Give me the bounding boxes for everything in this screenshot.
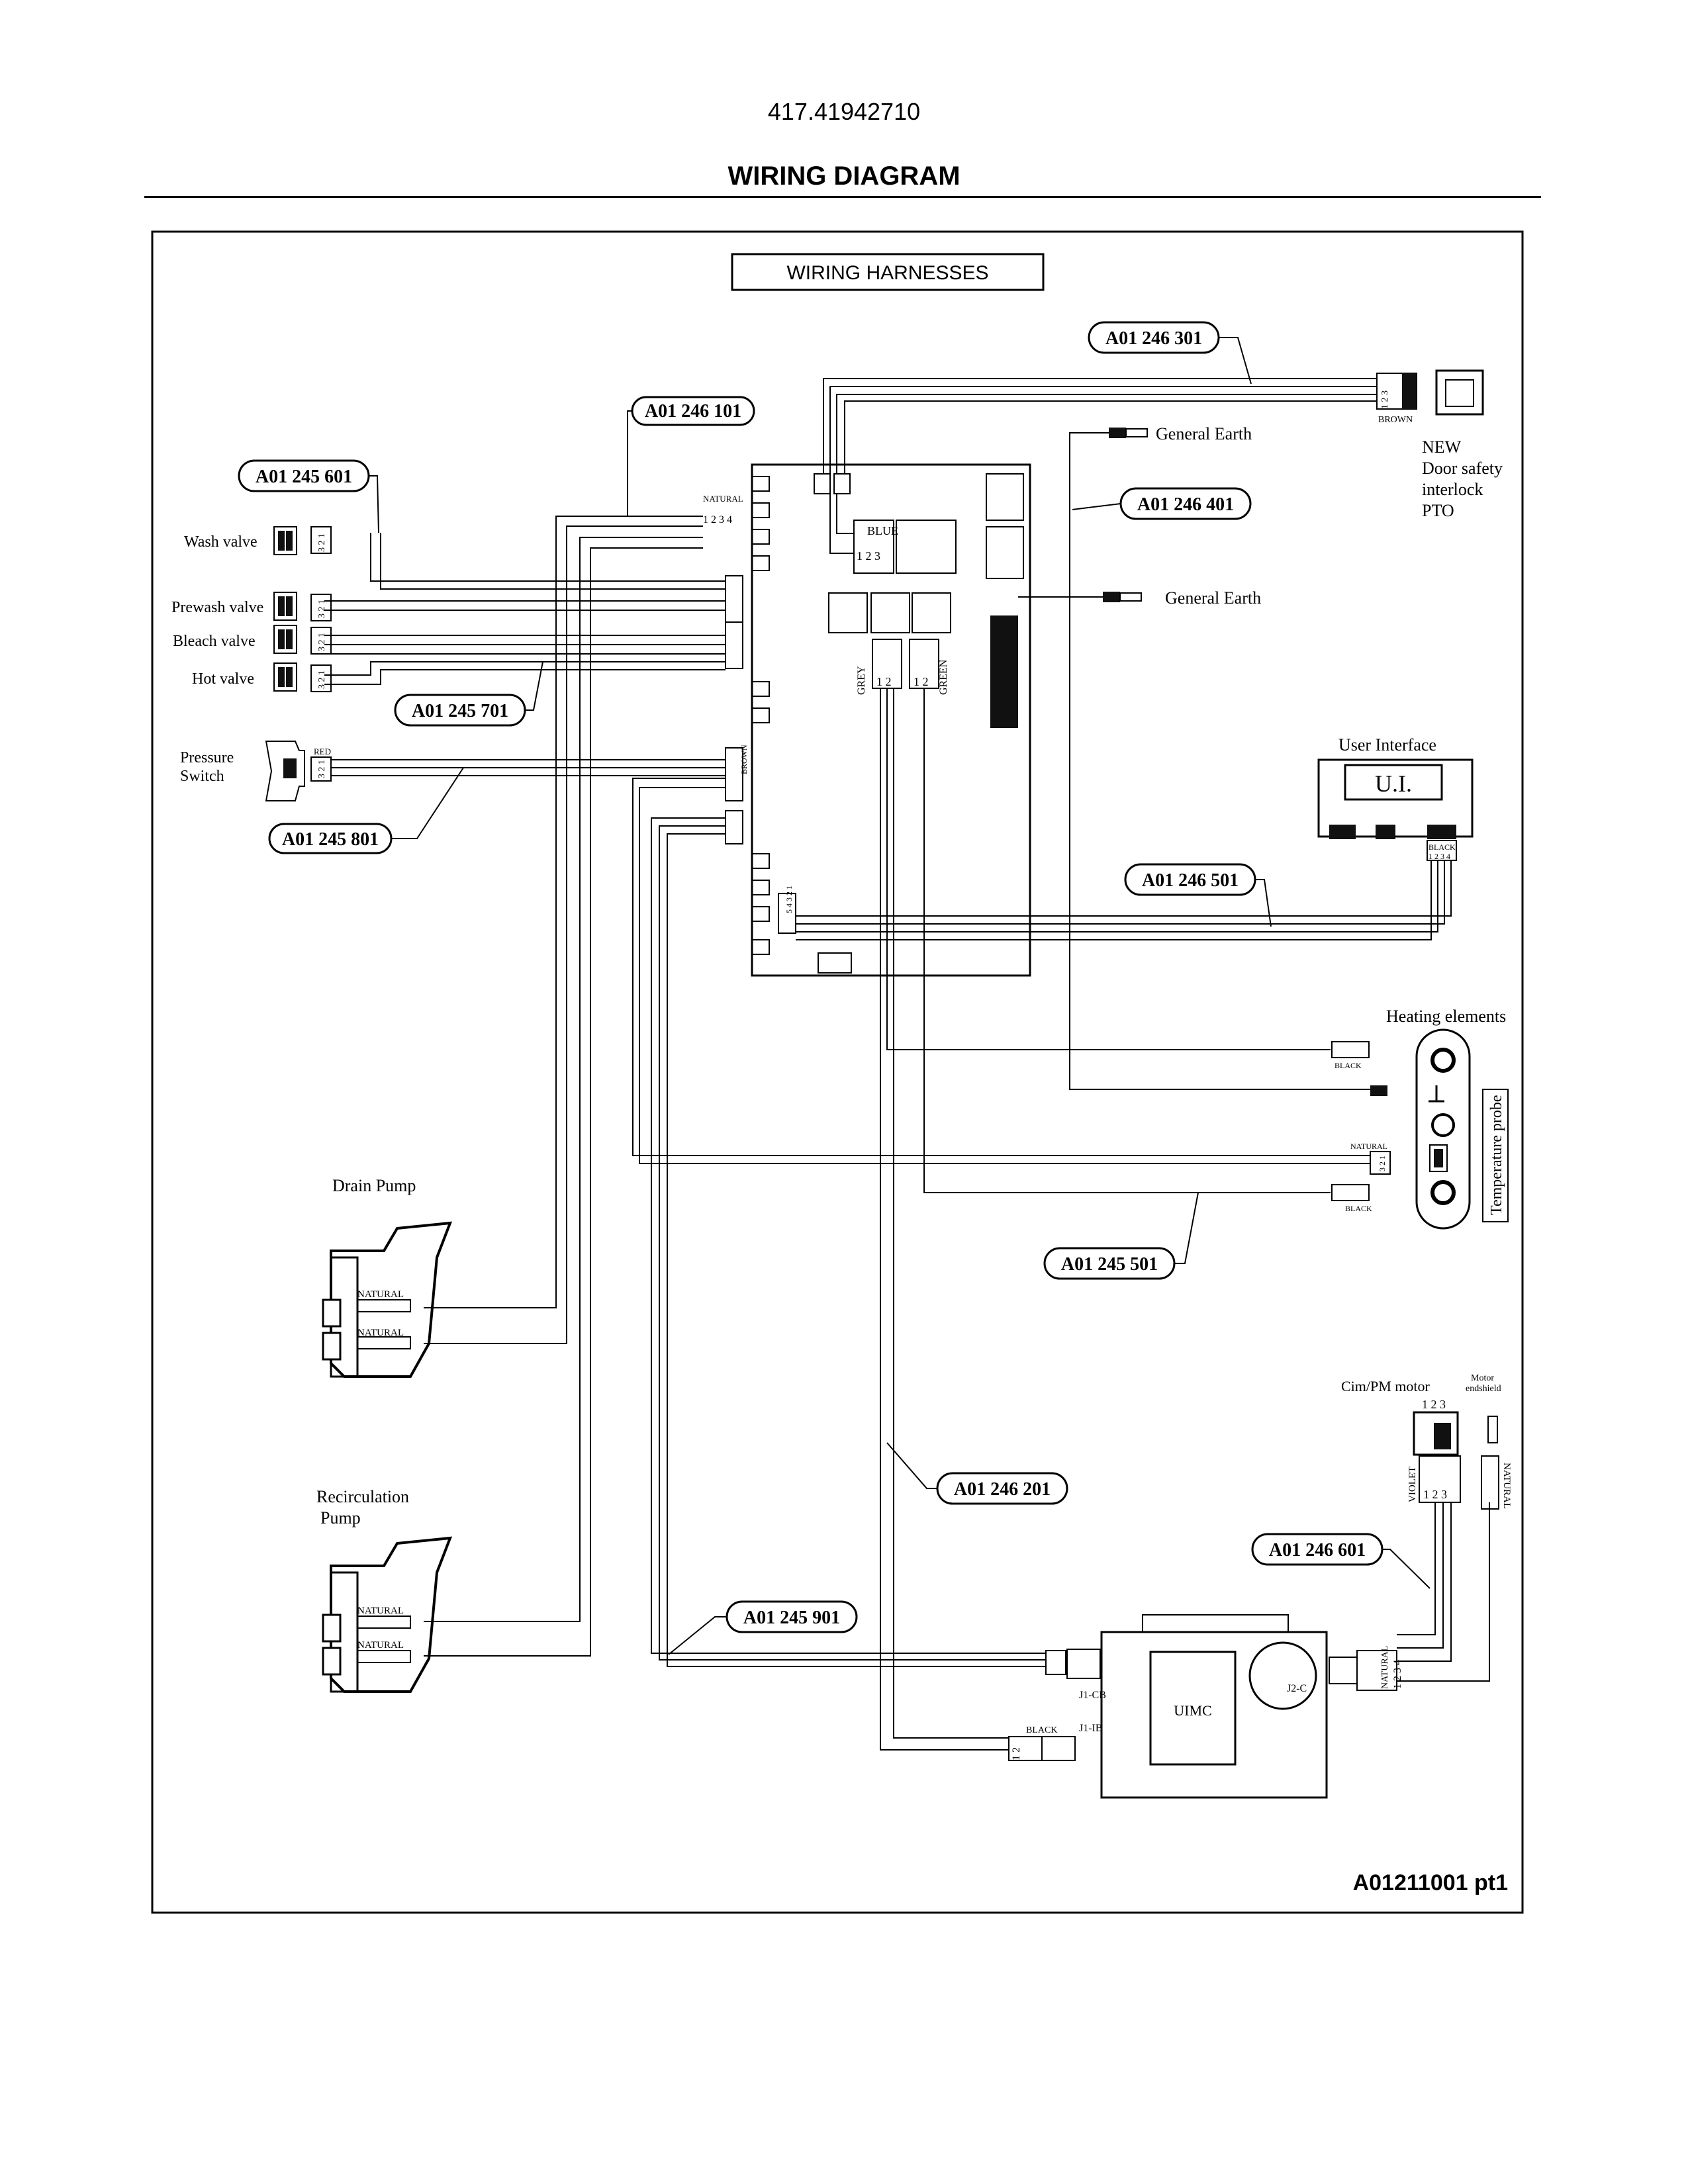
harness-label-texts: A01 246 301 A01 246 101 A01 245 601 A01 … — [256, 328, 1366, 1628]
blue-wire-label: BLUE — [867, 524, 898, 537]
brown-board-label: BROWN — [739, 745, 749, 774]
harness-a01-245-601: A01 245 601 — [256, 467, 352, 487]
valve-pins-wash: 3 2 1 — [317, 533, 327, 552]
uimc-natural: NATURAL — [1380, 1646, 1390, 1689]
recirculation-pump: Recirculation Pump NATURAL NATURAL — [316, 1487, 453, 1693]
board-left-connectors — [725, 476, 796, 955]
heat-black-1: BLACK — [1335, 1061, 1362, 1070]
harness-a01-246-301: A01 246 301 — [1105, 328, 1202, 349]
harness-a01-246-501: A01 246 501 — [1142, 870, 1239, 891]
uimc-j1cb: J1-CB — [1079, 1690, 1106, 1701]
motor: Cim/PM motor Motor endshield 1 2 3 VIOLE… — [1341, 1373, 1512, 1510]
bleach-valve-label: Bleach valve — [173, 633, 256, 650]
violet-label: VIOLET — [1407, 1467, 1418, 1502]
green-pins: 1 2 — [914, 675, 929, 688]
temp-probe-label: Temperature probe — [1488, 1095, 1505, 1215]
valve-pins-hot: 3 2 1 — [317, 670, 327, 689]
heat-natural: NATURAL — [1350, 1142, 1387, 1151]
user-interface-board: User Interface U.I. BLACK 1 2 3 4 — [1317, 735, 1474, 861]
endshield-natural: NATURAL — [1501, 1463, 1512, 1509]
pressure-switch: 3 2 1 RED Pressure Switch — [180, 741, 332, 801]
harness-a01-245-701: A01 245 701 — [412, 701, 508, 721]
door-label-2: Door safety — [1422, 459, 1503, 478]
pressure-pins: 3 2 1 — [317, 760, 327, 778]
recirc-pump-label-1: Recirculation — [316, 1487, 409, 1506]
blue-pins: 1 2 3 — [857, 549, 880, 563]
pressure-switch-label-1: Pressure — [180, 749, 234, 766]
valve-pins-bleach: 3 2 1 — [317, 633, 327, 651]
uimc-right-pins: 1 2 3 4 — [1392, 1660, 1403, 1689]
recirc-natural-2: NATURAL — [357, 1640, 404, 1651]
board-5pin-label: 5 4 3 2 1 — [784, 886, 794, 913]
uimc-module: UIMC J2-C J1-CB J1-IB BLACK 1 2 NATURAL … — [1008, 1614, 1403, 1799]
model-number: 417.41942710 — [767, 98, 921, 125]
harness-a01-246-201: A01 246 201 — [954, 1479, 1051, 1500]
harness-leaders — [369, 337, 1430, 1655]
uimc-j2c: J2-C — [1287, 1683, 1307, 1694]
drain-pump: Drain Pump NATURAL NATURAL — [322, 1176, 453, 1378]
green-wire-label: GREEN — [938, 659, 949, 695]
door-safety-interlock: 1 2 3 BROWN NEW Door safety interlock PT… — [1376, 369, 1503, 520]
motor-pins: 1 2 3 — [1423, 1488, 1447, 1501]
endshield-label-1: Motor — [1471, 1373, 1494, 1383]
general-earth-label-1: General Earth — [1156, 424, 1252, 443]
harness-a01-245-501: A01 245 501 — [1061, 1254, 1158, 1275]
drain-natural-2: NATURAL — [357, 1328, 404, 1338]
harness-labels — [238, 321, 1383, 1633]
wiring-harnesses-box — [731, 253, 1045, 291]
heat-black-2: BLACK — [1345, 1204, 1372, 1213]
harness-a01-246-401: A01 246 401 — [1137, 494, 1234, 515]
ui-black-label: BLACK — [1429, 842, 1456, 852]
page-title: WIRING DIAGRAM — [727, 161, 961, 191]
main-control-board: BLUE 1 2 3 GREY GREEN 1 2 1 2 NATURAL 1 … — [703, 463, 1031, 977]
general-earth-label-2: General Earth — [1165, 588, 1261, 608]
door-pins: 1 2 3 — [1380, 390, 1390, 409]
red-wire-label: RED — [314, 747, 331, 756]
valves: 3 2 1 3 2 1 3 2 1 3 2 1 Wash valve Prewa… — [171, 526, 332, 692]
door-label-1: NEW — [1422, 437, 1462, 457]
uimc-label: UIMC — [1174, 1702, 1211, 1719]
wires — [324, 378, 1490, 1751]
uimc-j1ib: J1-IB — [1079, 1723, 1103, 1734]
ui-pins: 1 2 3 4 — [1429, 852, 1450, 861]
prewash-valve-label: Prewash valve — [171, 599, 263, 616]
heating-elements: Heating elements BLACK NATURAL BLACK 3 2… — [1331, 1007, 1509, 1230]
board-heatsink — [990, 615, 1018, 728]
valve-pins-prewash: 3 2 1 — [317, 600, 327, 618]
page-header: 417.41942710 WIRING DIAGRAM — [0, 0, 1688, 212]
heat-pins: 3 2 1 — [1378, 1156, 1387, 1171]
general-earth-terminals: General Earth General Earth — [1103, 424, 1261, 608]
heating-elements-label: Heating elements — [1386, 1007, 1506, 1026]
harness-a01-246-601: A01 246 601 — [1269, 1540, 1366, 1561]
top-left-pins: 1 2 3 4 — [703, 514, 732, 525]
header-rule — [144, 196, 1541, 198]
drain-pump-label: Drain Pump — [332, 1176, 416, 1195]
harness-a01-245-801: A01 245 801 — [282, 829, 379, 850]
pressure-switch-label-2: Switch — [180, 768, 224, 785]
uimc-black-label: BLACK — [1026, 1725, 1057, 1735]
user-interface-label: User Interface — [1338, 735, 1436, 754]
endshield-label-2: endshield — [1466, 1384, 1501, 1394]
door-brown-label: BROWN — [1378, 415, 1413, 425]
reference-id: A01211001 pt1 — [1353, 1870, 1508, 1895]
harness-a01-246-101: A01 246 101 — [645, 401, 741, 422]
grey-pins: 1 2 — [876, 675, 892, 688]
recirc-natural-1: NATURAL — [357, 1606, 404, 1616]
natural-top-label: NATURAL — [703, 494, 743, 504]
hot-valve-label: Hot valve — [192, 670, 254, 688]
recirc-pump-label-2: Pump — [320, 1508, 361, 1527]
wiring-harnesses-title: WIRING HARNESSES — [786, 262, 988, 284]
uimc-pins: 1 2 — [1011, 1747, 1022, 1760]
door-label-3: interlock — [1422, 480, 1483, 499]
wash-valve-label: Wash valve — [184, 533, 258, 551]
door-label-4: PTO — [1422, 501, 1454, 520]
grey-wire-label: GREY — [856, 666, 867, 695]
ui-display-label: U.I. — [1375, 770, 1412, 797]
drain-natural-1: NATURAL — [357, 1289, 404, 1300]
motor-top-pins: 1 2 3 — [1422, 1398, 1446, 1411]
diagram-frame — [151, 230, 1524, 1914]
motor-label: Cim/PM motor — [1341, 1378, 1430, 1394]
harness-a01-245-901: A01 245 901 — [743, 1608, 840, 1628]
